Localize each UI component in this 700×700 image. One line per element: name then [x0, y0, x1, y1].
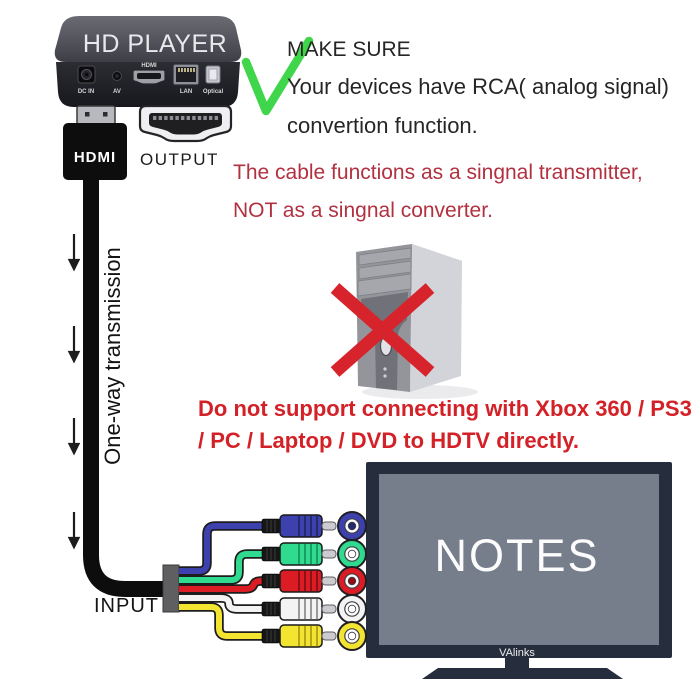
- optical-port: [205, 65, 221, 84]
- wire-blue: [179, 523, 262, 574]
- down-arrow-icon: [67, 326, 81, 364]
- no-support-note-line2: / PC / Laptop / DVD to HDTV directly.: [198, 428, 579, 453]
- rca-jack-yellow: [337, 621, 367, 651]
- lan-port: [172, 63, 200, 86]
- rca-plug-green: [261, 542, 337, 566]
- hdmi-output-port: [138, 104, 233, 143]
- pc-tower: [356, 244, 478, 399]
- hdmi-port-pins: [153, 116, 218, 120]
- rca-jack-blue: [337, 511, 367, 541]
- plug-pin: [321, 549, 337, 559]
- tv-screen: [379, 474, 659, 645]
- rca-plug-blue: [261, 514, 337, 538]
- wire-green: [179, 551, 262, 583]
- plug-pin: [321, 604, 337, 614]
- no-pc-cross-icon: [330, 283, 435, 377]
- cable-breakout-block: [162, 564, 180, 613]
- hdmi-plug-label: HDMI: [74, 149, 116, 166]
- tv-brand: VAlinks: [499, 647, 535, 659]
- rca-jack-white: [337, 594, 367, 624]
- hdmi-plug: HDMI: [63, 105, 127, 180]
- dc-in-port: [77, 65, 96, 84]
- device-title: HD PLAYER: [83, 30, 227, 58]
- rca-plug-red: [261, 569, 337, 593]
- device-hdmi-label: HDMI: [141, 63, 157, 69]
- input-label: INPUT: [94, 595, 159, 617]
- hd-player-device: HD PLAYER DC IN AV HDMI LAN: [54, 16, 242, 107]
- device-hdmi-port: [132, 69, 166, 85]
- down-arrow-icon: [67, 234, 81, 272]
- device-top-face: [54, 16, 242, 62]
- plug-pin: [321, 521, 337, 531]
- make-sure-title: MAKE SURE: [287, 38, 411, 61]
- output-label: OUTPUT: [140, 150, 219, 169]
- plug-pin: [321, 631, 337, 641]
- av-port: [112, 71, 122, 81]
- av-label: AV: [113, 89, 121, 95]
- wire-yellow: [179, 604, 262, 639]
- make-sure-line2: convertion function.: [287, 113, 478, 138]
- checkmark-icon: [241, 36, 314, 116]
- dc-in-label: DC IN: [78, 89, 94, 95]
- tv-screen-text: NOTES: [434, 530, 599, 581]
- wire-red: [179, 578, 267, 592]
- down-arrow-icon: [67, 418, 81, 456]
- transmitter-note-line2: NOT as a singnal converter.: [233, 199, 493, 222]
- rca-plug-yellow: [261, 624, 337, 648]
- make-sure-line1: Your devices have RCA( analog signal): [287, 74, 669, 99]
- tv: NOTES VAlinks: [366, 462, 672, 679]
- rca-jack-green: [337, 539, 367, 569]
- rca-wires: [179, 521, 267, 641]
- optical-label: Optical: [203, 89, 224, 95]
- one-way-arrows: [67, 234, 81, 550]
- hdmi-plug-body: [63, 123, 127, 180]
- no-support-note-line1: Do not support connecting with Xbox 360 …: [198, 396, 692, 421]
- tv-stand-base: [422, 668, 623, 679]
- plug-pin: [321, 576, 337, 586]
- wire-white: [179, 595, 262, 612]
- down-arrow-icon: [67, 512, 81, 550]
- rca-jack-red: [337, 566, 367, 596]
- tv-stand-neck: [505, 658, 529, 669]
- transmitter-note-line1: The cable functions as a singnal transmi…: [233, 161, 643, 184]
- hdmi-cable: [83, 179, 166, 597]
- hdmi-plug-metal-tip: [76, 105, 116, 126]
- rca-plug-white: [261, 597, 337, 621]
- lan-label: LAN: [180, 89, 192, 95]
- one-way-transmission-label: One-way transmission: [100, 247, 125, 465]
